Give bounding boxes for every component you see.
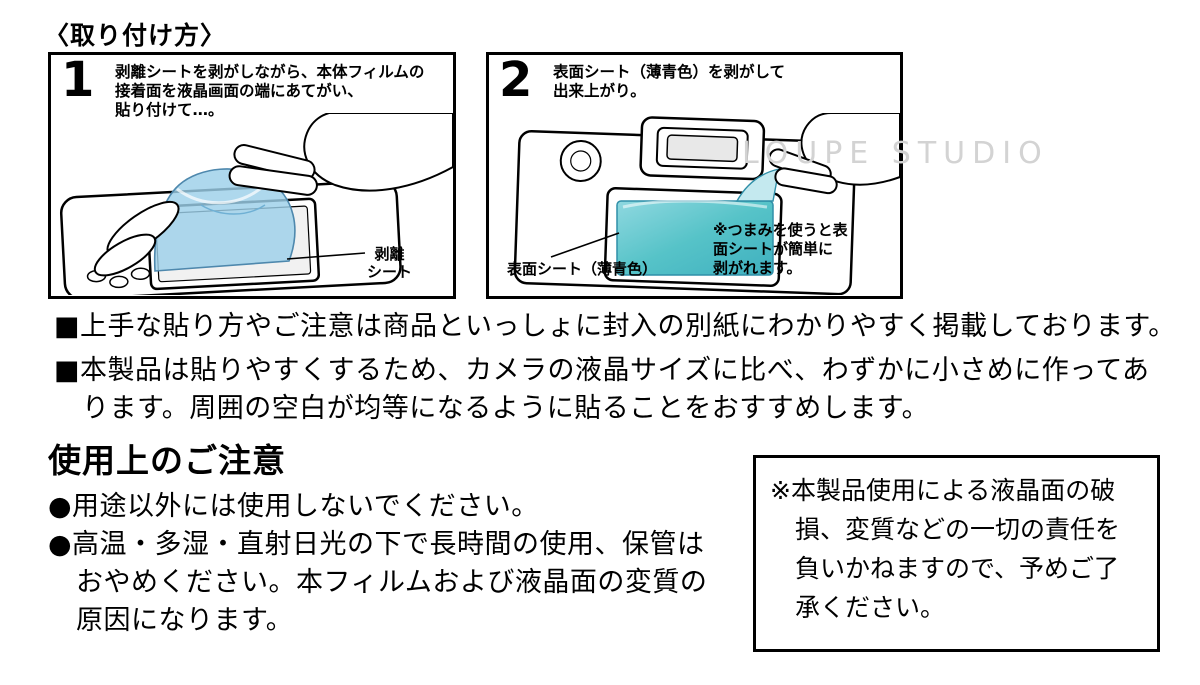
note-bullet1: ■上手な貼り方やご注意は商品といっしょに封入の別紙にわかりやすく掲載しております… bbox=[54, 311, 1176, 342]
step2-panel: 2 表面シート（薄青色）を剥がして 出来上がり。 bbox=[486, 52, 903, 299]
release-sheet-label-line2: シート bbox=[367, 263, 413, 281]
step2-instructions: 表面シート（薄青色）を剥がして 出来上がり。 bbox=[553, 63, 785, 101]
step1-panel: 1 剥離シートを剥がしながら、本体フィルムの 接着面を液晶画面の端にあてがい、 … bbox=[48, 52, 456, 299]
sheet-label-leader-line bbox=[550, 232, 620, 258]
note-bullet2-line1: ■本製品は貼りやすくするため、カメラの液晶サイズに比べ、わずかに小さめに作ってあ bbox=[54, 355, 1150, 386]
step1-instructions: 剥離シートを剥がしながら、本体フィルムの 接着面を液晶画面の端にあてがい、 貼り… bbox=[115, 63, 424, 120]
step1-line3: 貼り付けて…。 bbox=[115, 101, 224, 119]
right-hand-drawing bbox=[228, 113, 453, 196]
left-hand-drawing bbox=[93, 200, 180, 277]
pinch-tip-note: ※つまみを使うと表 面シートが簡単に 剥がれます。 bbox=[713, 221, 848, 278]
pinch-tip-line1: ※つまみを使うと表 bbox=[713, 221, 848, 239]
release-sheet-label-line1: 剥離 bbox=[374, 245, 405, 263]
step2-line2: 出来上がり。 bbox=[553, 82, 646, 100]
eyepiece bbox=[666, 134, 739, 163]
step1-illustration bbox=[59, 113, 453, 295]
caution-bullet1: ●用途以外には使用しないでください。 bbox=[48, 491, 539, 522]
surface-sheet-drawing bbox=[616, 168, 780, 276]
release-sheet-label: 剥離 シート bbox=[367, 245, 412, 281]
surface-sheet-label: 表面シート（薄青色） bbox=[507, 260, 658, 278]
step1-line2: 接着面を液晶画面の端にあてがい、 bbox=[115, 82, 363, 100]
disclaimer-box: ※本製品使用による液晶面の破 損、変質などの一切の責任を 負いかねますので、予め… bbox=[753, 455, 1160, 652]
disclaimer-line4: 承ください。 bbox=[795, 593, 946, 622]
pinch-tip-line3: 剥がれます。 bbox=[713, 259, 802, 277]
caution-bullet2-line1: ●高温・多湿・直射日光の下で長時間の使用、保管は bbox=[48, 529, 705, 560]
attachment-section-title: 〈取り付け方〉 bbox=[44, 21, 227, 50]
disclaimer-line2: 損、変質などの一切の責任を bbox=[795, 515, 1121, 544]
disclaimer-line1: ※本製品使用による液晶面の破 bbox=[770, 476, 1116, 505]
step2-illustration bbox=[513, 113, 900, 295]
pinching-hand-drawing bbox=[768, 113, 900, 195]
caution-bullet2-line2: おやめください。本フィルムおよび液晶面の変質の bbox=[76, 567, 708, 598]
step1-line1: 剥離シートを剥がしながら、本体フィルムの bbox=[115, 63, 425, 81]
pinch-tip-line2: 面シートが簡単に bbox=[713, 240, 834, 258]
note-bullet2-line2: ります。周囲の空白が均等になるように貼ることをおすすめします。 bbox=[82, 393, 930, 424]
step2-number: 2 bbox=[499, 52, 533, 108]
film-label-leader-line bbox=[286, 252, 366, 260]
caution-bullet2-line3: 原因になります。 bbox=[76, 605, 294, 636]
step1-number: 1 bbox=[61, 52, 95, 108]
disclaimer-line3: 負いかねますので、予めご了 bbox=[795, 554, 1120, 583]
caution-heading: 使用上のご注意 bbox=[48, 441, 286, 480]
step2-line1: 表面シート（薄青色）を剥がして bbox=[553, 63, 786, 81]
